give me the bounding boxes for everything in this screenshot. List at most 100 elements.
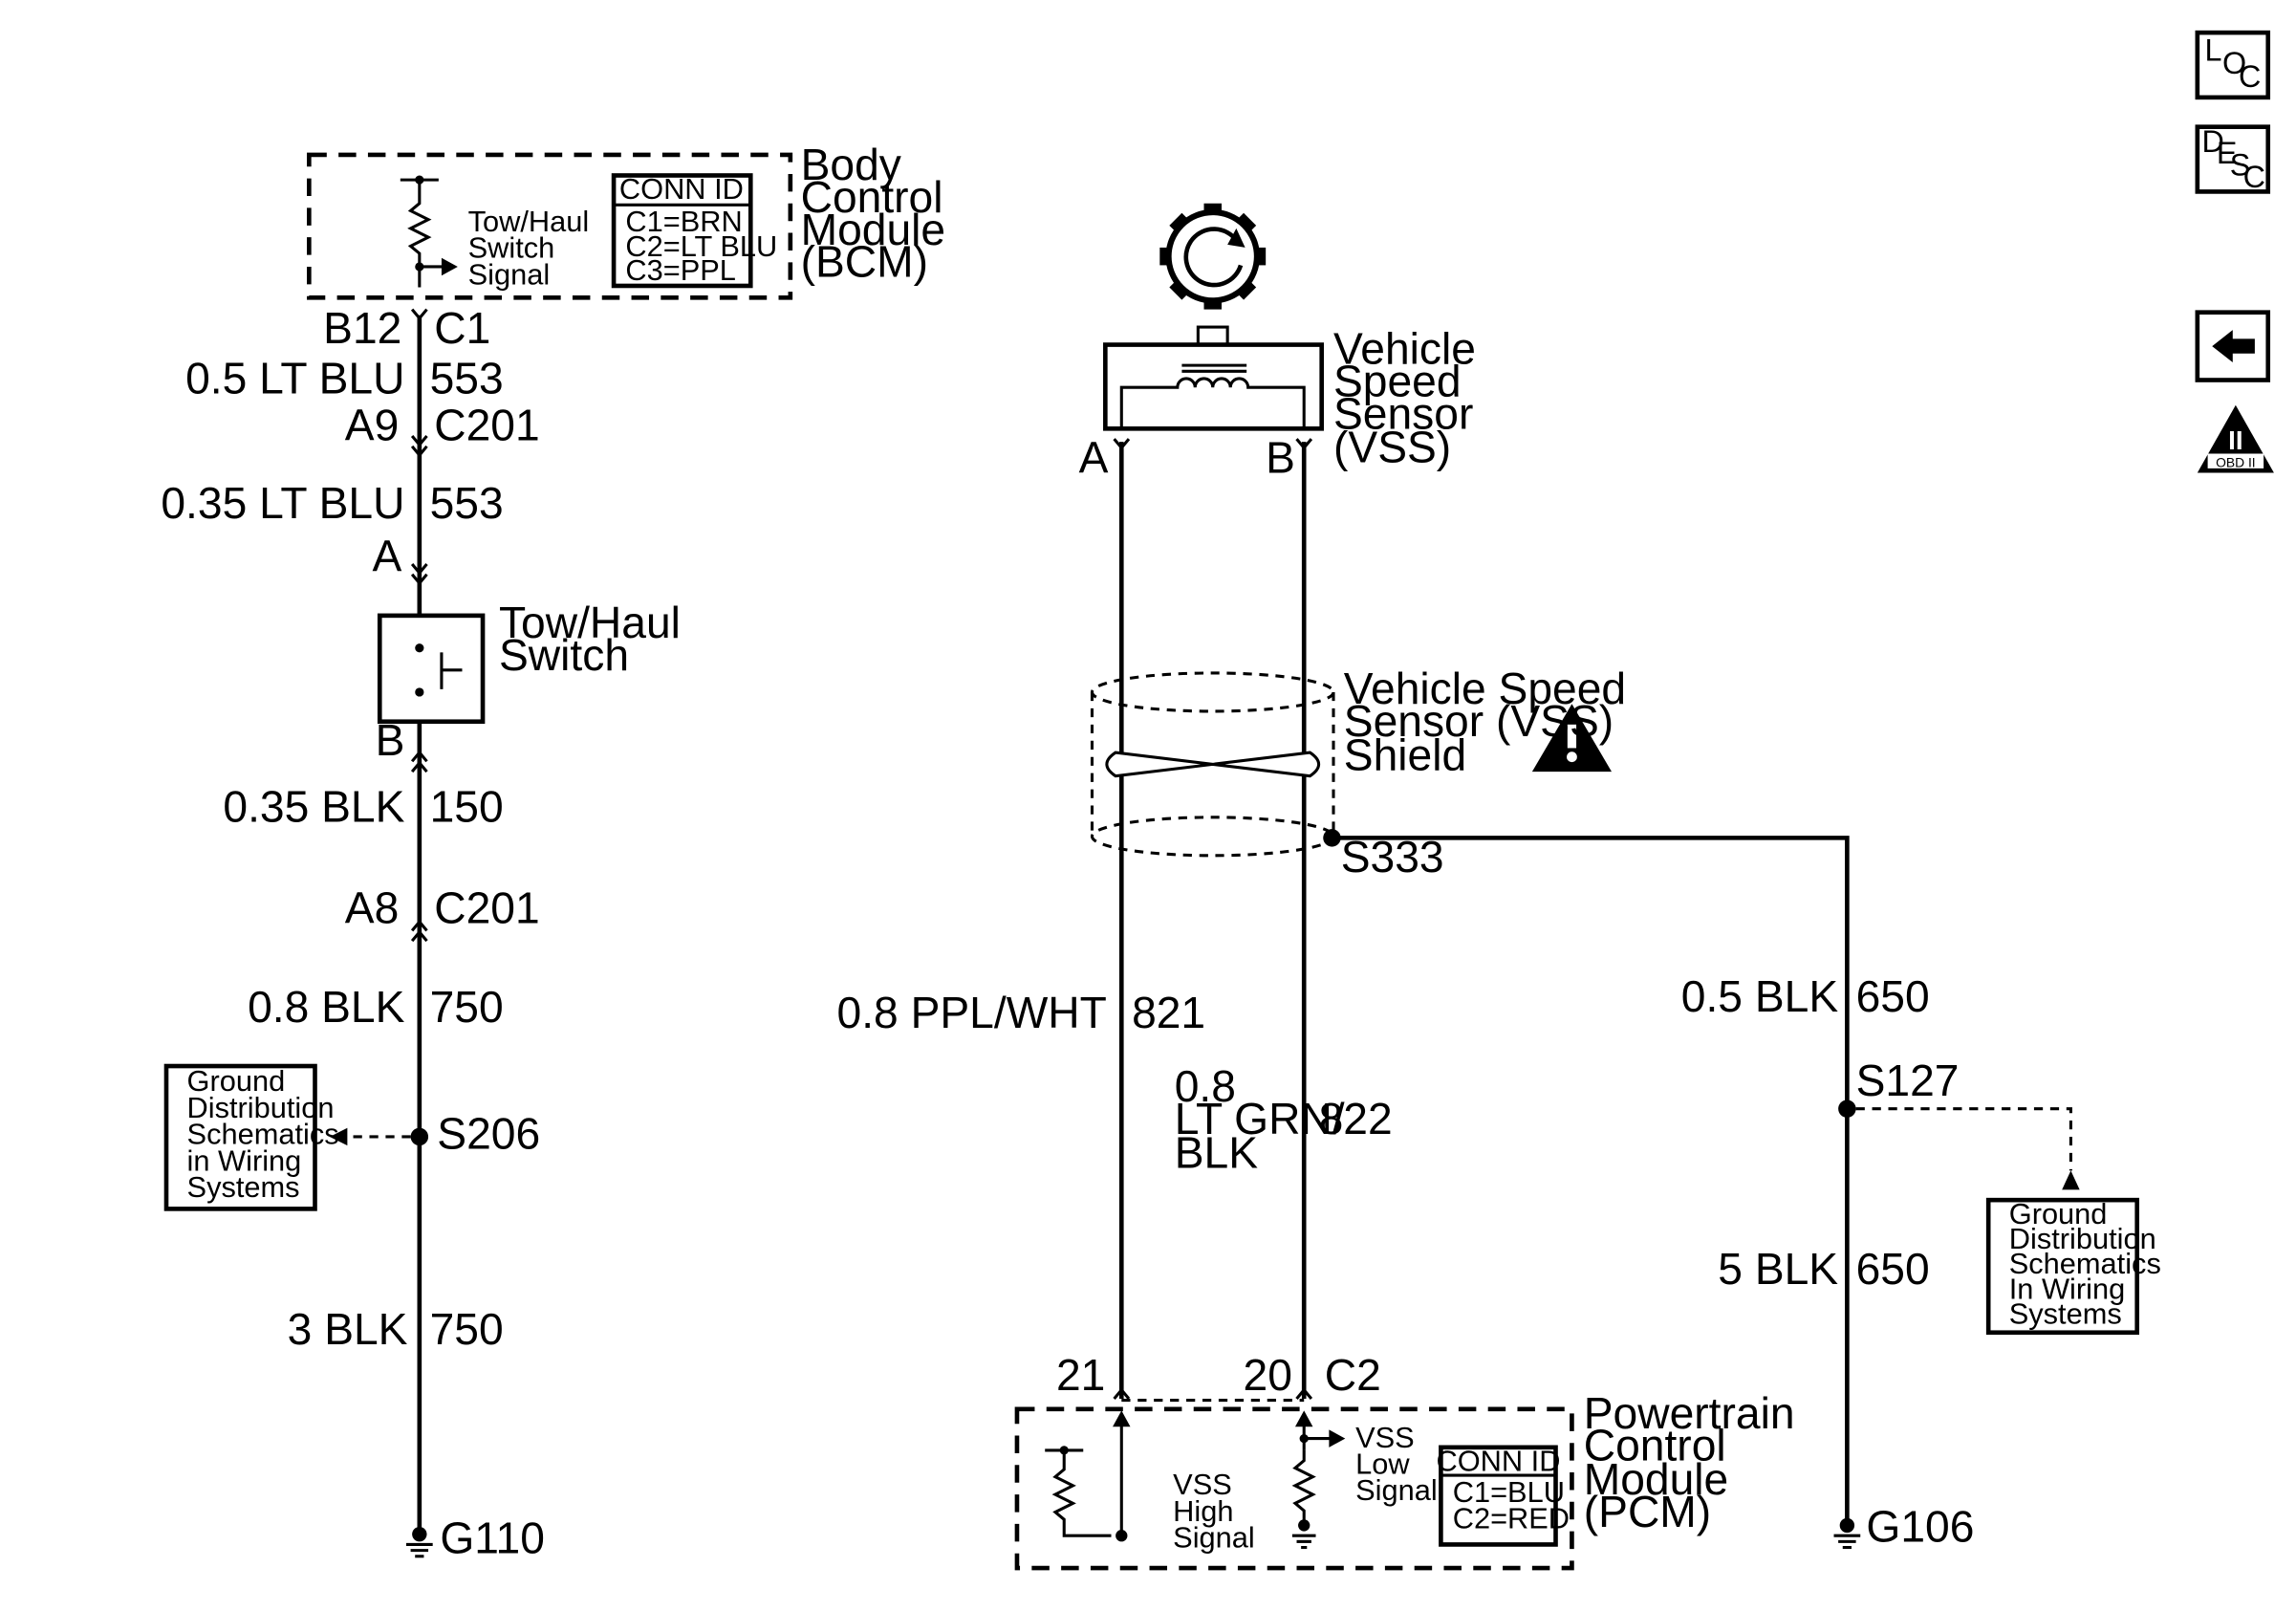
pcm-pin-20: 20	[1244, 1350, 1292, 1400]
pcm-low-resistor-icon	[1291, 1449, 1316, 1523]
splice-s206: S206	[437, 1108, 540, 1158]
gd-right-box[interactable]	[1985, 1197, 2140, 1336]
bcm-name-line4: (BCM)	[801, 237, 928, 287]
bcm-module: Tow/Haul Switch Signal CONN ID C1=BRN C2…	[307, 140, 945, 300]
bcm-pullup-resistor-icon	[407, 180, 432, 288]
ground-g110: G110	[440, 1513, 545, 1563]
bcm-conn-title: CONN ID	[619, 172, 744, 206]
desc-letter-c: C	[2243, 160, 2265, 194]
pin-a: A	[373, 532, 402, 581]
vss-name-line2: Speed	[1333, 356, 1462, 405]
pcm-conn-id-box	[1439, 1445, 1558, 1547]
bcm-signal-line3: Signal	[468, 257, 551, 291]
vss-name-line1: Vehicle	[1333, 324, 1476, 374]
splice-s206-dot	[410, 1127, 429, 1146]
pcm-conn-c1: C1=BLU	[1453, 1475, 1565, 1509]
bcm-name-line1: Body	[801, 140, 901, 189]
conn-c201-bot: C201	[434, 883, 539, 933]
wire-821-spec: 0.8 PPL/WHT	[837, 988, 1107, 1037]
shield-line3: Shield	[1344, 730, 1466, 780]
wire1-num: 553	[430, 353, 504, 403]
gd-left-line1: Ground	[187, 1064, 286, 1098]
obd-numeral: II	[2228, 425, 2242, 455]
gd-left-line4: in Wiring	[187, 1143, 302, 1177]
twisted-pair-icon	[1105, 751, 1321, 778]
vss-coil-icon	[1119, 377, 1306, 427]
bcm-signal-line2: Switch	[468, 231, 555, 265]
vss-high-line2: High	[1173, 1494, 1233, 1528]
pin-b12: B12	[323, 303, 401, 353]
pcm-name-line4: (PCM)	[1584, 1487, 1711, 1536]
bcm-signal-arrow-icon	[441, 257, 458, 276]
vss-low-arrow-icon	[1329, 1429, 1346, 1448]
wire-822-spec-line1: 0.8	[1175, 1061, 1236, 1111]
gd-right-line2: Distribution	[2009, 1222, 2156, 1255]
wire5-num: 750	[430, 1304, 504, 1354]
gd-right-line1: Ground	[2009, 1197, 2108, 1230]
tow-haul-switch	[377, 613, 486, 725]
ground-g106-icon	[1833, 1534, 1861, 1550]
splice-s127-dot	[1838, 1099, 1856, 1118]
bcm-conn-c3: C3=PPL	[625, 253, 736, 287]
wire4-spec: 0.8 BLK	[248, 982, 405, 1032]
shield-line1: Vehicle Speed	[1344, 664, 1626, 713]
loc-letter-c: C	[2239, 59, 2261, 94]
gd-left-line5: Systems	[187, 1170, 300, 1204]
right-wire1-spec: 0.5 BLK	[1681, 971, 1839, 1021]
switch-label-line1: Tow/Haul	[499, 598, 681, 647]
gd-left-box[interactable]	[163, 1063, 317, 1211]
wire-821-num: 821	[1132, 988, 1205, 1037]
vss-pin-a: A	[1079, 433, 1109, 483]
splice-s333-dot	[1323, 829, 1341, 847]
pcm-module: 21 20 C2 VSS High Signal VSS Low Signal …	[1014, 1350, 1795, 1571]
wire3-num: 150	[430, 781, 504, 831]
wire3-spec: 0.35 BLK	[223, 781, 404, 831]
desc-button[interactable]: D E S C	[2195, 124, 2271, 194]
vss-low-line1: VSS	[1355, 1421, 1415, 1454]
loc-letter-l: L	[2205, 33, 2222, 67]
gd-right-arrow-icon	[2062, 1170, 2080, 1190]
gd-right-line5: Systems	[2009, 1296, 2122, 1330]
obd-ii-button[interactable]: II OBD II	[2197, 404, 2274, 473]
wire1-spec: 0.5 LT BLU	[185, 353, 404, 403]
pcm-name-line2: Control	[1584, 1421, 1726, 1470]
wire5-spec: 3 BLK	[288, 1304, 408, 1354]
desc-letter-e: E	[2217, 136, 2238, 170]
gd-left-arrow-icon	[329, 1127, 348, 1146]
splice-s127: S127	[1856, 1056, 1960, 1105]
pcm-conn-c2: C2	[1325, 1350, 1381, 1400]
wire-650	[1332, 836, 1850, 1532]
pcm-name-line3: Module	[1584, 1454, 1729, 1504]
vss-high-line1: VSS	[1173, 1468, 1232, 1501]
left-circuit: B12 C1 0.5 LT BLU 553 A9 C201 0.35 LT BL…	[161, 303, 681, 1563]
right-wire2-num: 650	[1856, 1244, 1930, 1294]
switch-label-line2: Switch	[499, 630, 629, 680]
conn-c201-top: C201	[434, 401, 539, 450]
wire-822-spec-line3: BLK	[1175, 1127, 1258, 1177]
wire2-num: 553	[430, 478, 504, 528]
bcm-conn-c2: C2=LT BLU	[625, 229, 777, 263]
pin-a9: A9	[345, 401, 399, 450]
pcm-name-line1: Powertrain	[1584, 1388, 1795, 1438]
bcm-conn-id-box	[611, 173, 753, 289]
vss-pin-b: B	[1266, 433, 1295, 483]
back-button[interactable]	[2195, 310, 2271, 382]
loc-button[interactable]: L O C	[2195, 30, 2271, 100]
back-arrow-icon	[2212, 330, 2255, 363]
ground-g110-icon	[405, 1542, 433, 1558]
bcm-name-line2: Control	[801, 172, 943, 222]
right-wire2-spec: 5 BLK	[1718, 1244, 1838, 1294]
vss-sensor: Vehicle Speed Sensor (VSS) A B	[1079, 203, 1476, 483]
pcm-high-resistor-icon	[1051, 1449, 1112, 1537]
right-wire1-num: 650	[1856, 971, 1930, 1021]
gd-left-line2: Distribution	[187, 1091, 335, 1124]
loc-letter-o: O	[2222, 46, 2246, 80]
vss-low-line3: Signal	[1355, 1473, 1438, 1507]
bcm-signal-line1: Tow/Haul	[468, 205, 590, 238]
desc-letter-s: S	[2230, 147, 2251, 182]
bcm-conn-c1: C1=BRN	[625, 205, 742, 238]
vss-name-line4: (VSS)	[1333, 423, 1451, 472]
conn-c1: C1	[434, 303, 490, 353]
wire-822-spec-line2: LT GRN/	[1175, 1094, 1345, 1143]
